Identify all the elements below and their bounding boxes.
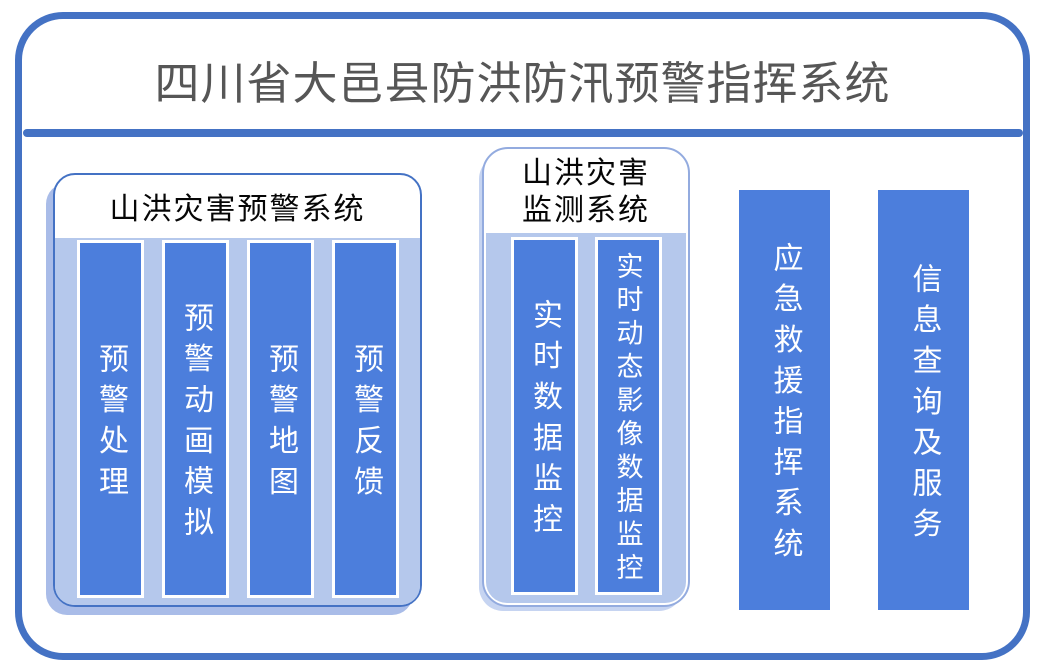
bar-realtime-dynamic-imagery-monitoring: 实时动态影像数据监控 (594, 237, 662, 595)
bar-warning-map-label: 预警地图 (264, 342, 297, 506)
flood-monitoring-system-header: 山洪灾害 监测系统 (484, 149, 688, 229)
flood-warning-system-panel: 预警处理 预警动画模拟 预警地图 预警反馈 (55, 238, 420, 605)
flood-monitoring-system-header-line2: 监测系统 (522, 194, 650, 227)
bar-warning-map: 预警地图 (246, 240, 314, 598)
bar-realtime-data-monitoring: 实时数据监控 (510, 237, 578, 595)
group-flood-warning-system: 山洪灾害预警系统 预警处理 预警动画模拟 预警地图 预警反馈 (53, 173, 422, 607)
bar-emergency-rescue-command-system-label: 应急救援指挥系统 (768, 242, 802, 569)
flood-warning-system-header: 山洪灾害预警系统 (109, 193, 366, 226)
title-divider (23, 129, 1023, 137)
bar-emergency-rescue-command-system: 应急救援指挥系统 (739, 190, 830, 610)
flood-monitoring-system-panel: 实时数据监控 实时动态影像数据监控 (486, 233, 686, 603)
bar-information-query-and-service-label: 信息查询及服务 (907, 262, 941, 549)
bar-realtime-data-monitoring-label: 实时数据监控 (528, 298, 561, 544)
page-title: 四川省大邑县防洪防汛预警指挥系统 (154, 58, 891, 109)
bar-warning-processing-label: 预警处理 (94, 342, 127, 506)
bar-warning-processing: 预警处理 (76, 240, 144, 598)
bar-warning-feedback: 预警反馈 (331, 240, 399, 598)
bar-information-query-and-service: 信息查询及服务 (878, 190, 969, 610)
group-flood-monitoring-system: 山洪灾害 监测系统 实时数据监控 实时动态影像数据监控 (482, 147, 690, 607)
outer-frame: 四川省大邑县防洪防汛预警指挥系统 山洪灾害预警系统 预警处理 预警动画模拟 预警… (15, 12, 1030, 660)
bar-realtime-dynamic-imagery-monitoring-label: 实时动态影像数据监控 (612, 251, 643, 587)
bar-warning-animation-simulation: 预警动画模拟 (161, 240, 229, 598)
bar-warning-animation-simulation-label: 预警动画模拟 (179, 301, 212, 547)
bar-warning-feedback-label: 预警反馈 (349, 342, 382, 506)
flood-monitoring-system-header-line1: 山洪灾害 (522, 157, 650, 190)
